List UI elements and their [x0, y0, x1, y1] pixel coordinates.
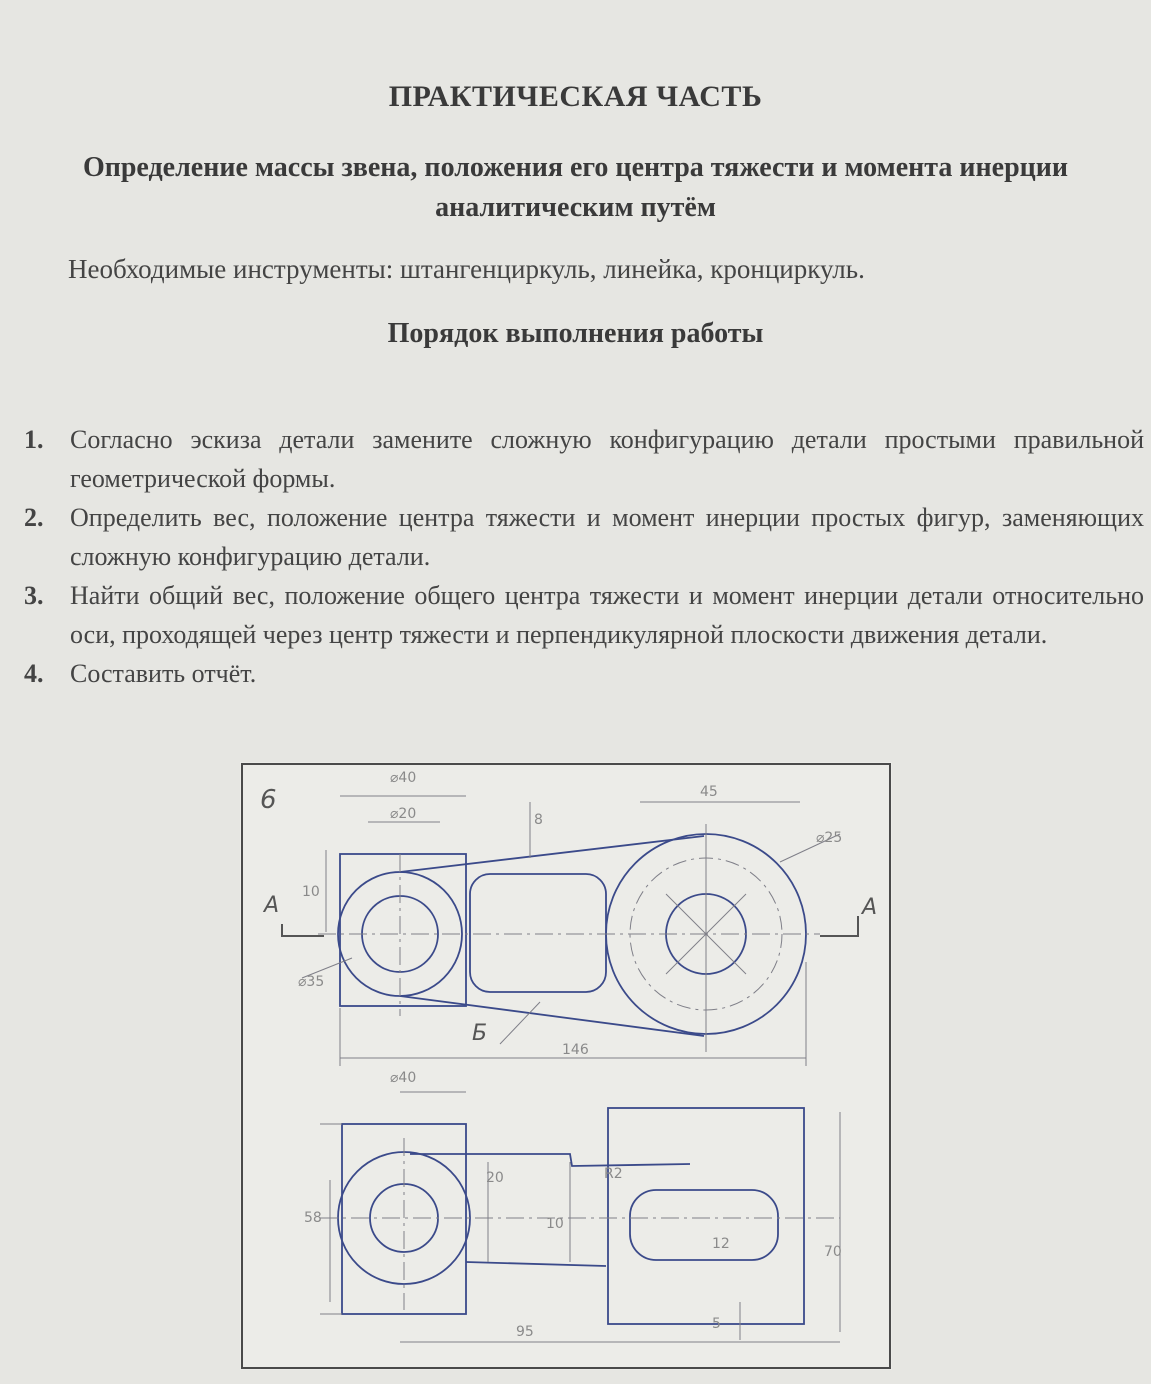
front-slot [629, 1189, 779, 1261]
step-text: Согласно эскиза детали замените сложную … [70, 425, 1144, 493]
dim-r2: R2 [604, 1166, 623, 1182]
section-a-marks [281, 916, 859, 937]
step-number: 4. [24, 659, 44, 688]
dim-10b: 10 [546, 1216, 564, 1232]
front-arm-bottom [465, 1261, 607, 1267]
step-text: Найти общий вес, положение общего центра… [70, 581, 1144, 649]
arm-upper-edge [399, 835, 705, 873]
front-view [337, 1107, 805, 1325]
dim-d35: ⌀35 [298, 974, 324, 990]
dim-70: 70 [824, 1244, 842, 1260]
front-left-block [341, 1123, 467, 1315]
front-right-block [607, 1107, 805, 1325]
page-title: ПРАКТИЧЕСКАЯ ЧАСТЬ [388, 80, 763, 113]
section-b-label: Б [472, 1021, 487, 1046]
dim-d40-bottom: ⌀40 [390, 1070, 416, 1086]
dim-d20: ⌀20 [390, 806, 416, 822]
step-text: Составить отчёт. [70, 659, 257, 688]
dim-10: 10 [302, 884, 320, 900]
drawing-labels: 6 ⌀40 ⌀20 45 8 ⌀25 A A 10 ⌀35 Б 146 ⌀40 … [260, 770, 877, 1340]
dim-95: 95 [516, 1324, 534, 1340]
step-text: Определить вес, положение центра тяжести… [70, 503, 1144, 571]
step-item: 3. Найти общий вес, положение общего цен… [24, 576, 1144, 654]
dim-12: 12 [712, 1236, 730, 1252]
step-item: 1. Согласно эскиза детали замените сложн… [24, 420, 1144, 498]
section-a-left-label: A [262, 893, 279, 918]
dim-146: 146 [562, 1042, 589, 1058]
left-boss-outline [339, 853, 467, 1007]
work-subtitle: Определение массы звена, положения его ц… [82, 152, 1069, 223]
technical-drawing: 6 ⌀40 ⌀20 45 8 ⌀25 A A 10 ⌀35 Б 146 ⌀40 … [240, 762, 892, 1370]
dim-5: 5 [712, 1316, 721, 1332]
variant-number: 6 [260, 785, 277, 815]
section-a-right-label: A [860, 895, 877, 920]
step-item: 4. Составить отчёт. [24, 654, 1144, 693]
dim-20: 20 [486, 1170, 504, 1186]
dim-d25: ⌀25 [816, 830, 842, 846]
arm-lower-edge [399, 995, 705, 1037]
dim-58: 58 [304, 1210, 322, 1226]
order-title: Порядок выполнения работы [387, 318, 764, 349]
step-item: 2. Определить вес, положение центра тяже… [24, 498, 1144, 576]
tools-line: Необходимые инструменты: штангенциркуль,… [68, 254, 865, 284]
step-number: 1. [24, 425, 44, 454]
front-arm-top [410, 1153, 691, 1167]
dim-45: 45 [700, 784, 718, 800]
step-number: 2. [24, 503, 44, 532]
dim-8: 8 [534, 812, 543, 828]
step-number: 3. [24, 581, 44, 610]
dim-d40-top: ⌀40 [390, 770, 416, 786]
drawing-frame [241, 763, 891, 1369]
steps-list: 1. Согласно эскиза детали замените сложн… [24, 420, 1144, 693]
